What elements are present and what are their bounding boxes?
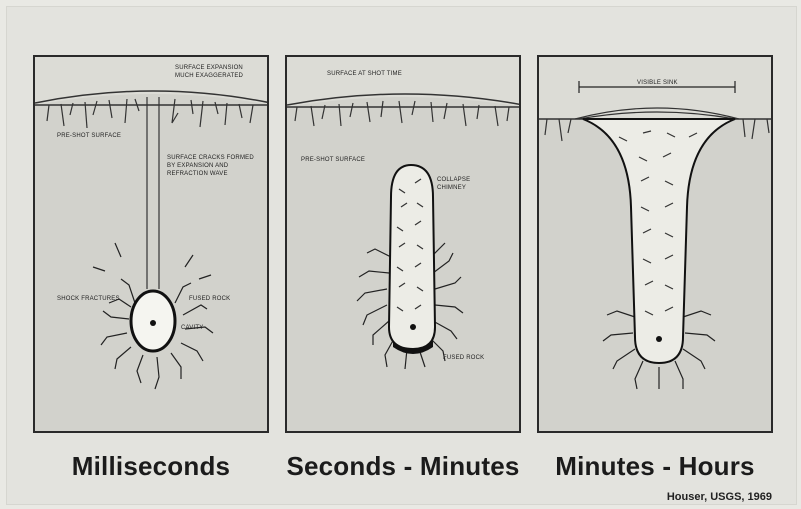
diagram-panel-milliseconds: SURFACE EXPANSION MUCH EXAGGERATED PRE-S…: [33, 55, 269, 433]
label-surface-cracks-2: BY EXPANSION AND: [167, 163, 229, 169]
caption-minutes-hours: Minutes - Hours: [525, 451, 785, 482]
caption-milliseconds: Milliseconds: [21, 451, 281, 482]
label-pre-shot-surface: PRE-SHOT SURFACE: [57, 133, 121, 139]
label-collapse: COLLAPSE: [437, 177, 470, 183]
diagram-panel-seconds-minutes: SURFACE AT SHOT TIME PRE-SHOT SURFACE CO…: [285, 55, 521, 433]
sink-upper-profile: [575, 108, 739, 119]
label-shock-fractures: SHOCK FRACTURES: [57, 296, 120, 302]
slide: SURFACE EXPANSION MUCH EXAGGERATED PRE-S…: [6, 6, 797, 505]
shot-point: [150, 320, 156, 326]
collapse-chimney: [389, 165, 435, 349]
label-much-exaggerated: MUCH EXAGGERATED: [175, 73, 244, 79]
label-fused-rock: FUSED ROCK: [189, 296, 230, 302]
label-pre-shot-surface: PRE-SHOT SURFACE: [301, 157, 365, 163]
source-credit: Houser, USGS, 1969: [667, 491, 772, 503]
shot-point: [656, 336, 662, 342]
label-fused-rock: FUSED ROCK: [443, 355, 484, 361]
milliseconds-diagram: SURFACE EXPANSION MUCH EXAGGERATED PRE-S…: [35, 57, 269, 433]
ground-area: [35, 94, 269, 433]
label-surface-cracks-1: SURFACE CRACKS FORMED: [167, 155, 254, 161]
diagram-panel-minutes-hours: VISIBLE SINK: [537, 55, 773, 433]
shot-point: [410, 324, 416, 330]
label-cavity: CAVITY: [181, 325, 203, 331]
label-chimney: CHIMNEY: [437, 185, 466, 191]
label-surface-at-shot-time: SURFACE AT SHOT TIME: [327, 71, 402, 77]
label-surface-cracks-3: REFRACTION WAVE: [167, 171, 228, 177]
label-visible-sink: VISIBLE SINK: [637, 80, 678, 86]
caption-seconds-minutes: Seconds - Minutes: [273, 451, 533, 482]
seconds-minutes-diagram: SURFACE AT SHOT TIME PRE-SHOT SURFACE CO…: [287, 57, 521, 433]
minutes-hours-diagram: VISIBLE SINK: [539, 57, 773, 433]
label-surface-expansion: SURFACE EXPANSION: [175, 65, 243, 71]
